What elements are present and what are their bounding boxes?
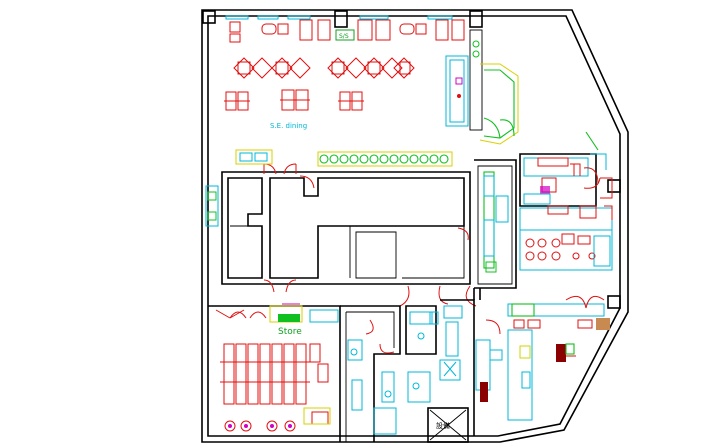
store-label: Store xyxy=(278,327,302,337)
dining-furniture: S/S S.E. dining xyxy=(224,15,465,130)
service-station xyxy=(445,29,519,145)
kitchen-area xyxy=(474,131,613,289)
sign-sis-label: S/S xyxy=(339,33,349,40)
prep-area xyxy=(399,285,610,421)
central-core xyxy=(205,149,471,293)
store-area: Store xyxy=(208,303,341,442)
lift-mark-label: 設備 xyxy=(436,421,450,430)
restrooms: 設備 xyxy=(340,299,503,443)
dining-area-label: S.E. dining xyxy=(270,122,307,130)
outer-walls xyxy=(201,9,629,443)
